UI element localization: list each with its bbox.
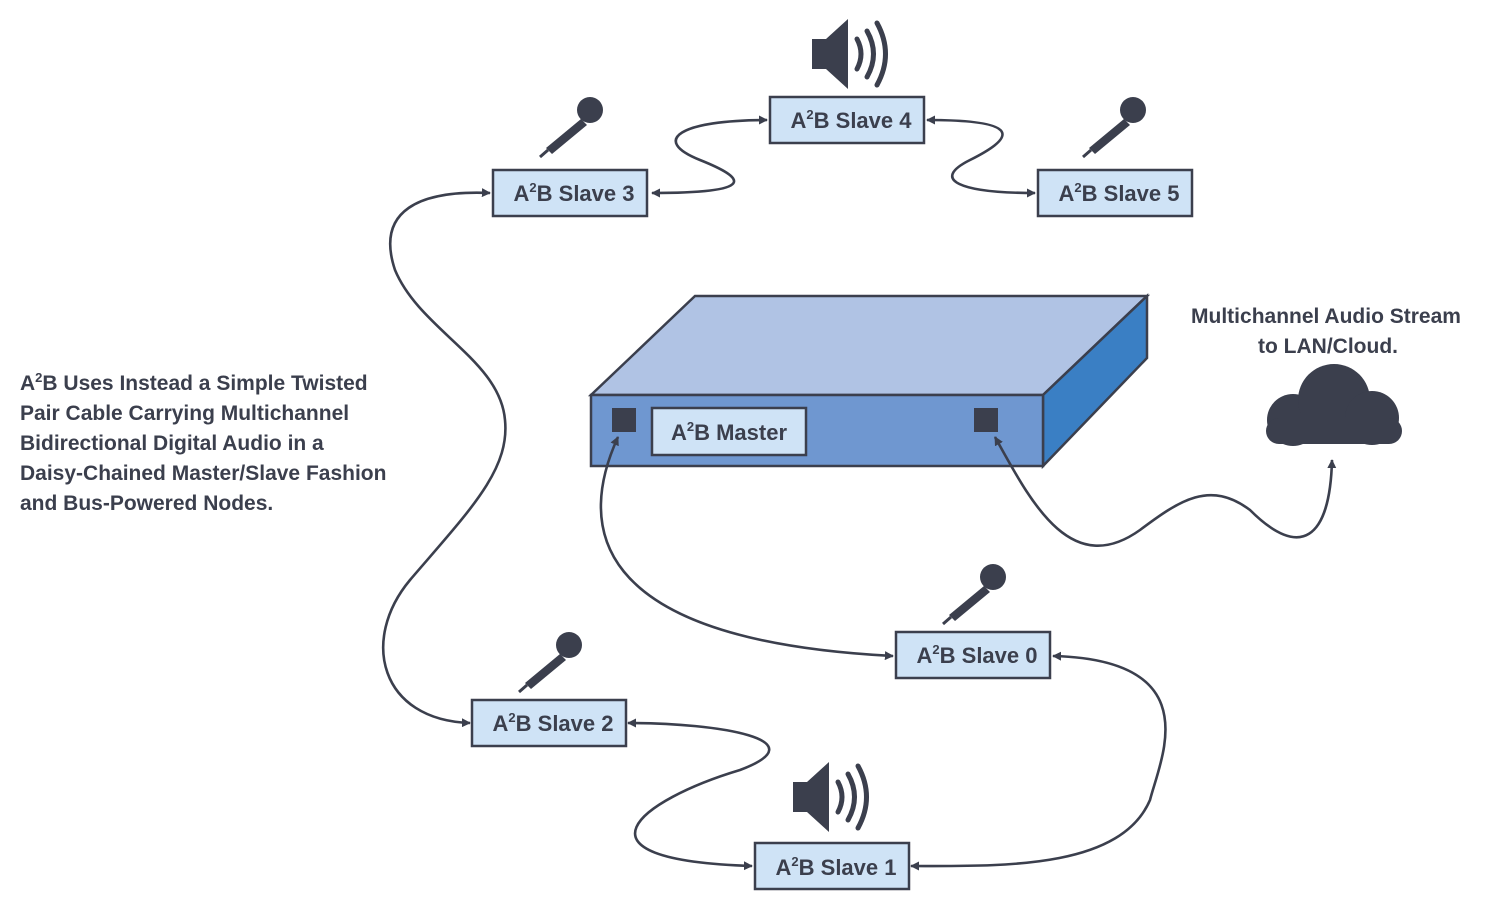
node-slave1-label: A2B Slave 1 — [776, 854, 897, 880]
node-slave4-label: A2B Slave 4 — [791, 107, 913, 133]
cable-slave0-slave1 — [910, 651, 1167, 871]
cable-master-cloud — [993, 436, 1337, 547]
cable-master-slave0 — [599, 436, 894, 661]
cable-slave4-slave5 — [926, 115, 1036, 198]
cloud-label-line2: to LAN/Cloud. — [1258, 335, 1398, 358]
node-master[interactable]: A2B Master — [650, 406, 808, 457]
master-port-right — [974, 408, 998, 432]
node-slave4[interactable]: A2B Slave 4 — [768, 95, 926, 145]
microphone-icon — [538, 95, 605, 159]
node-slave3-label: A2B Slave 3 — [514, 180, 635, 206]
speaker-icon — [812, 19, 886, 89]
node-slave0[interactable]: A2B Slave 0 — [894, 630, 1052, 680]
description-text: A2B Uses Instead a Simple Twisted Pair C… — [20, 370, 386, 515]
cloud-icon — [1266, 364, 1402, 446]
microphone-icon — [1081, 95, 1148, 159]
node-slave5[interactable]: A2B Slave 5 — [1036, 168, 1194, 218]
node-slave3[interactable]: A2B Slave 3 — [491, 168, 649, 218]
node-slave2-label: A2B Slave 2 — [493, 710, 614, 736]
description-line2: Pair Cable Carrying Multichannel — [20, 402, 349, 425]
node-slave2[interactable]: A2B Slave 2 — [470, 698, 628, 748]
node-slave5-label: A2B Slave 5 — [1059, 180, 1180, 206]
description-line3: Bidirectional Digital Audio in a — [20, 432, 324, 455]
microphone-icon — [517, 630, 584, 694]
description-line1: A2B Uses Instead a Simple Twisted — [20, 370, 368, 395]
cloud-label-line1: Multichannel Audio Stream — [1191, 305, 1461, 328]
master-unit: A2B Master — [587, 293, 1151, 470]
cable-slave3-slave4 — [651, 115, 768, 198]
microphone-icon — [941, 562, 1008, 626]
speaker-icon — [793, 762, 867, 832]
description-line4: Daisy-Chained Master/Slave Fashion — [20, 462, 386, 485]
master-port-left — [612, 408, 636, 432]
node-slave1[interactable]: A2B Slave 1 — [753, 841, 911, 891]
cable-slave2-slave3 — [381, 188, 507, 728]
description-line5: and Bus-Powered Nodes. — [20, 492, 273, 515]
cable-slave1-slave2 — [627, 718, 771, 871]
node-slave0-label: A2B Slave 0 — [917, 642, 1038, 668]
